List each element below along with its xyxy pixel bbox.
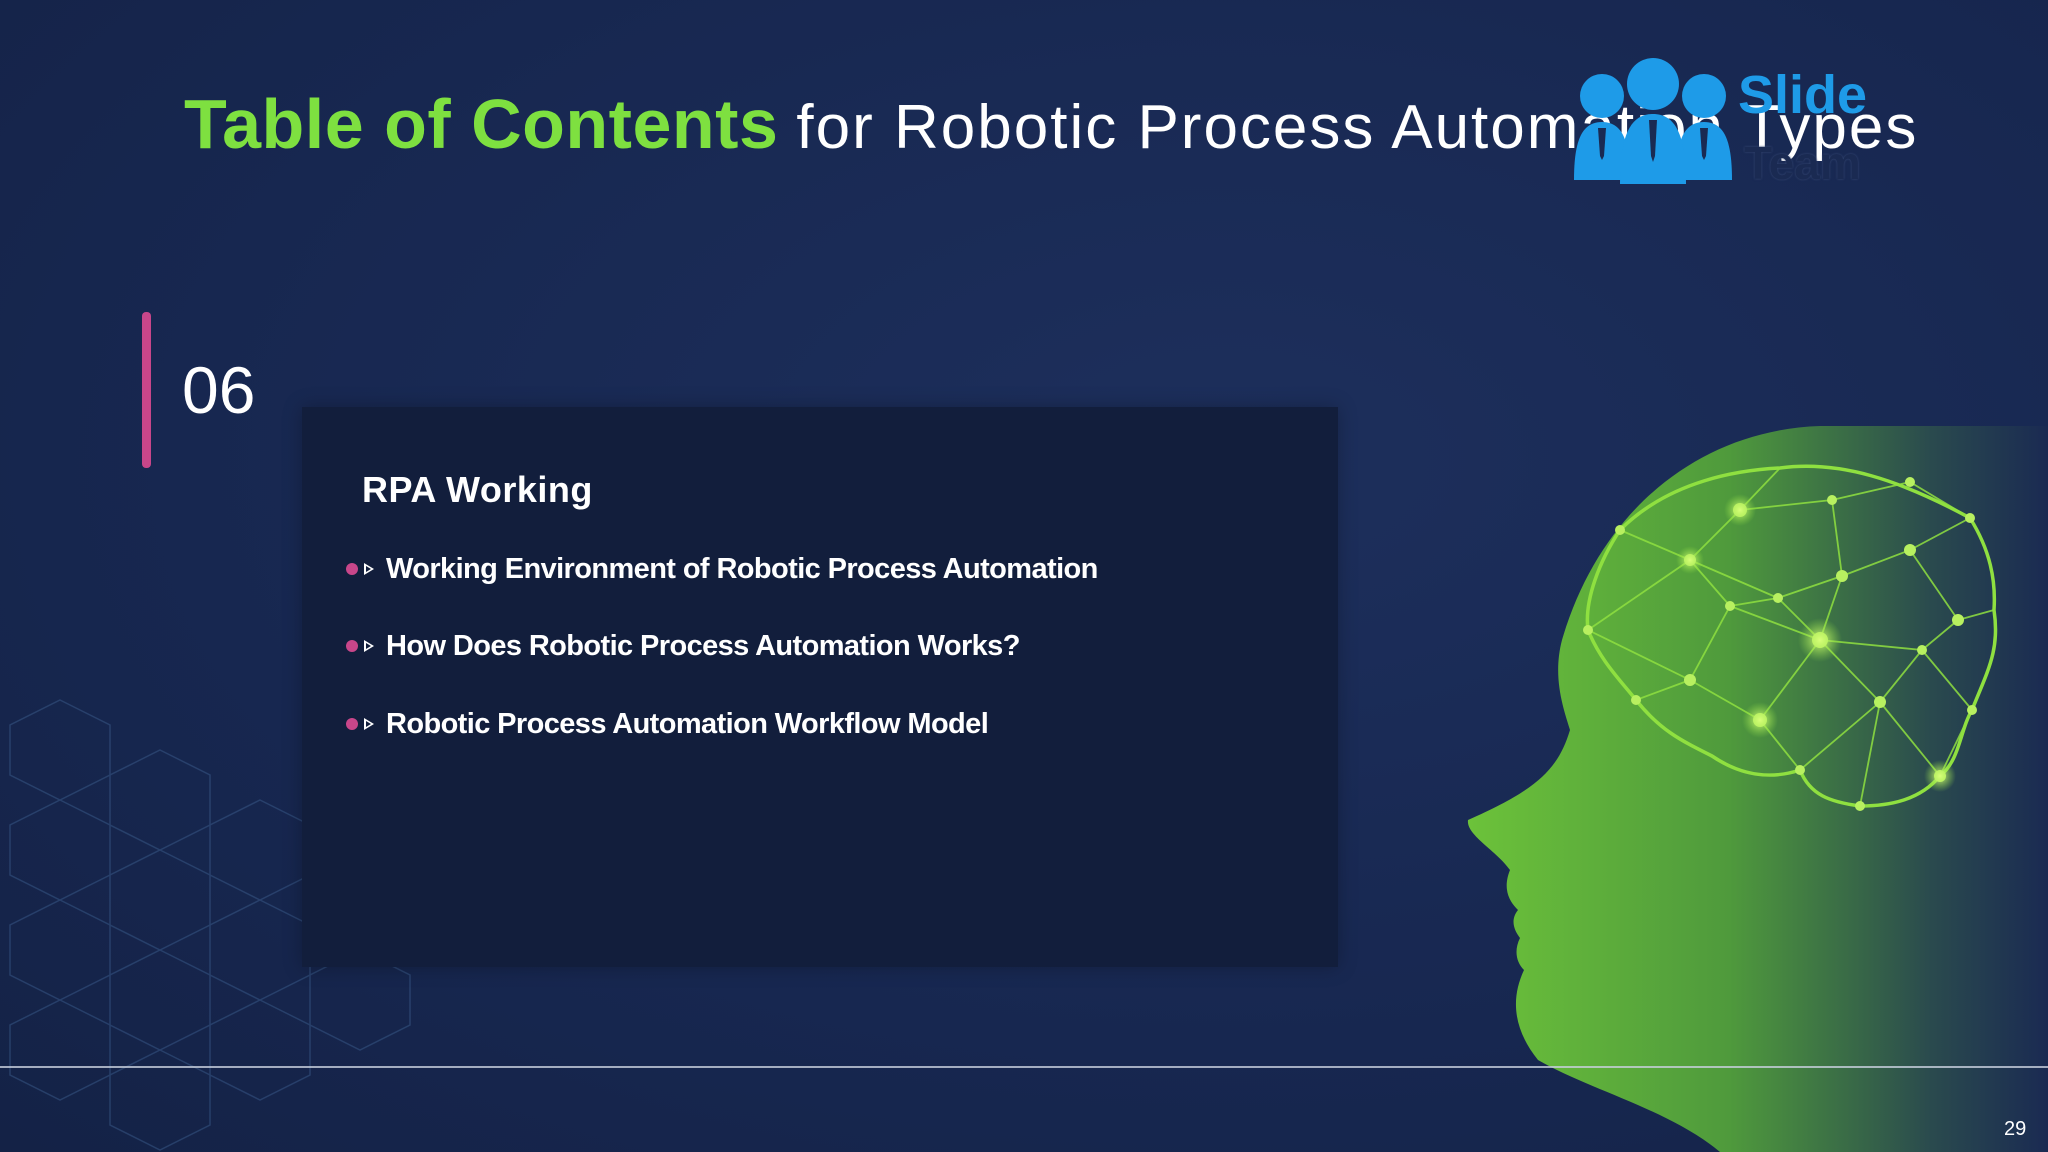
- triangle-bullet-icon: [364, 563, 374, 575]
- footer-divider: [0, 1066, 2048, 1068]
- section-title: RPA Working: [362, 469, 593, 510]
- bullet-dot-icon: [346, 640, 358, 652]
- section-accent-bar: [142, 312, 151, 468]
- bullet-dot-icon: [346, 563, 358, 575]
- ai-head-brain-illustration: [1467, 426, 2048, 1152]
- slideteam-logo: Slide Team: [1568, 56, 1888, 196]
- content-card: RPA Working Working Environment of Robot…: [302, 407, 1338, 967]
- logo-text-slide: Slide: [1738, 65, 1868, 125]
- title-highlight: Table of Contents: [184, 85, 779, 163]
- head-silhouette: [1467, 426, 2048, 1152]
- section-number: 06: [182, 353, 256, 427]
- logo-text-team: Team: [1744, 137, 1861, 189]
- toc-item: Robotic Process Automation Workflow Mode…: [346, 704, 989, 744]
- page-number: 29: [2004, 1118, 2027, 1140]
- people-group-icon: [1574, 58, 1732, 184]
- toc-item: Working Environment of Robotic Process A…: [346, 549, 1098, 589]
- toc-item: How Does Robotic Process Automation Work…: [346, 626, 1020, 666]
- toc-item-text: How Does Robotic Process Automation Work…: [386, 629, 1020, 662]
- hexagon-pattern-decoration: [9, 699, 411, 1151]
- toc-item-text: Robotic Process Automation Workflow Mode…: [386, 707, 989, 740]
- triangle-bullet-icon: [364, 640, 374, 652]
- toc-item-text: Working Environment of Robotic Process A…: [386, 552, 1098, 585]
- triangle-bullet-icon: [364, 718, 374, 730]
- bullet-dot-icon: [346, 718, 358, 730]
